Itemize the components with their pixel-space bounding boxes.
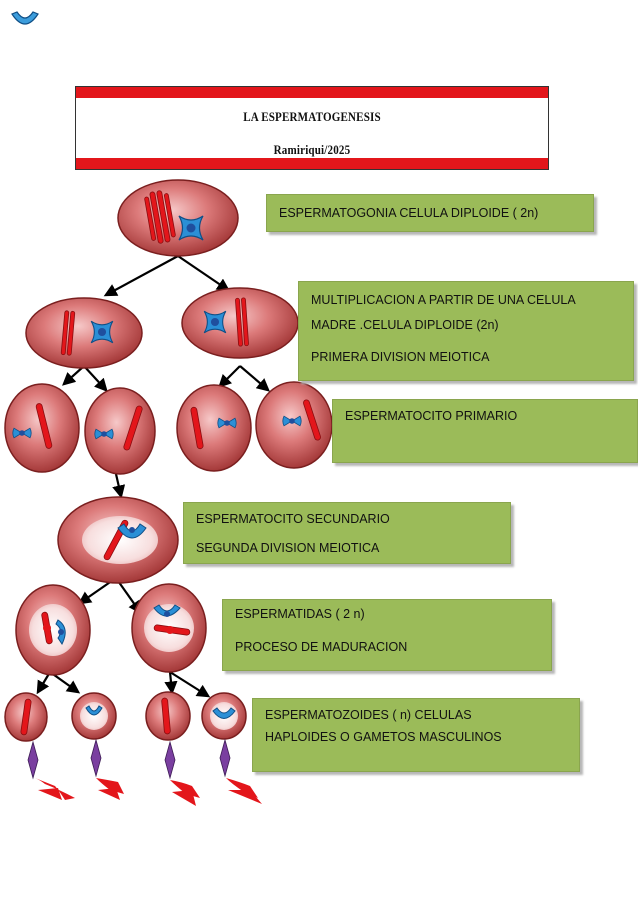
dividing-cell-left: [25, 297, 143, 369]
label-secondary-spermatocyte: ESPERMATOCITO SECUNDARIO SEGUNDA DIVISIO…: [183, 502, 511, 564]
secondary-spermatocyte-cell: [57, 496, 179, 584]
label-spermatozoa-line1: ESPERMATOZOIDES ( n) CELULAS: [265, 708, 472, 722]
sperm-cell-2: [71, 692, 124, 800]
sperm-cell-3: [145, 691, 200, 806]
corner-cell-icon: [11, 11, 39, 25]
label-spermatids-line2: PROCESO DE MADURACION: [235, 640, 408, 654]
primary-spermatocyte-4: [255, 381, 333, 469]
page-title: LA ESPERMATOGENESIS: [243, 109, 381, 124]
primary-spermatocyte-3: [176, 384, 252, 472]
label-spermatids-line1: ESPERMATIDAS ( 2 n): [235, 607, 365, 621]
sperm-cell-1: [4, 692, 75, 800]
label-secondary-line1: ESPERMATOCITO SECUNDARIO: [196, 512, 390, 526]
dividing-cell-right: [181, 287, 299, 359]
spermatid-cell-left: [15, 584, 91, 676]
label-secondary-line2: SEGUNDA DIVISION MEIOTICA: [196, 541, 380, 555]
label-multiplication-line2: MADRE .CELULA DIPLOIDE (2n): [311, 318, 499, 332]
label-spermatogonia: ESPERMATOGONIA CELULA DIPLOIDE ( 2n): [266, 194, 594, 232]
label-primary-text: ESPERMATOCITO PRIMARIO: [345, 409, 518, 423]
spermatogonia-cell: [117, 179, 239, 257]
label-spermatozoa-line2: HAPLOIDES O GAMETOS MASCULINOS: [265, 730, 502, 744]
primary-spermatocyte-1: [4, 383, 80, 473]
title-top-bar: [76, 87, 548, 98]
label-multiplication-line3: PRIMERA DIVISION MEIOTICA: [311, 350, 490, 364]
duplicated-chromosome: [144, 190, 176, 244]
label-spermatozoa: ESPERMATOZOIDES ( n) CELULAS HAPLOIDES O…: [252, 698, 580, 772]
title-box: LA ESPERMATOGENESIS Ramiriqui/2025: [75, 86, 549, 170]
x-chromosome: [178, 215, 204, 241]
author-date: Ramiriqui/2025: [273, 142, 351, 157]
spermatid-cell-right: [131, 583, 207, 673]
label-multiplication-line1: MULTIPLICACION A PARTIR DE UNA CELULA: [311, 293, 576, 307]
label-spermatogonia-text: ESPERMATOGONIA CELULA DIPLOIDE ( 2n): [279, 206, 539, 220]
label-primary-spermatocyte: ESPERMATOCITO PRIMARIO: [332, 399, 638, 463]
label-spermatids: ESPERMATIDAS ( 2 n) PROCESO DE MADURACIO…: [222, 599, 552, 671]
primary-spermatocyte-2: [84, 387, 156, 475]
label-multiplication: MULTIPLICACION A PARTIR DE UNA CELULA MA…: [298, 281, 634, 381]
title-bottom-bar: [76, 158, 548, 169]
sperm-cell-4: [201, 692, 262, 804]
